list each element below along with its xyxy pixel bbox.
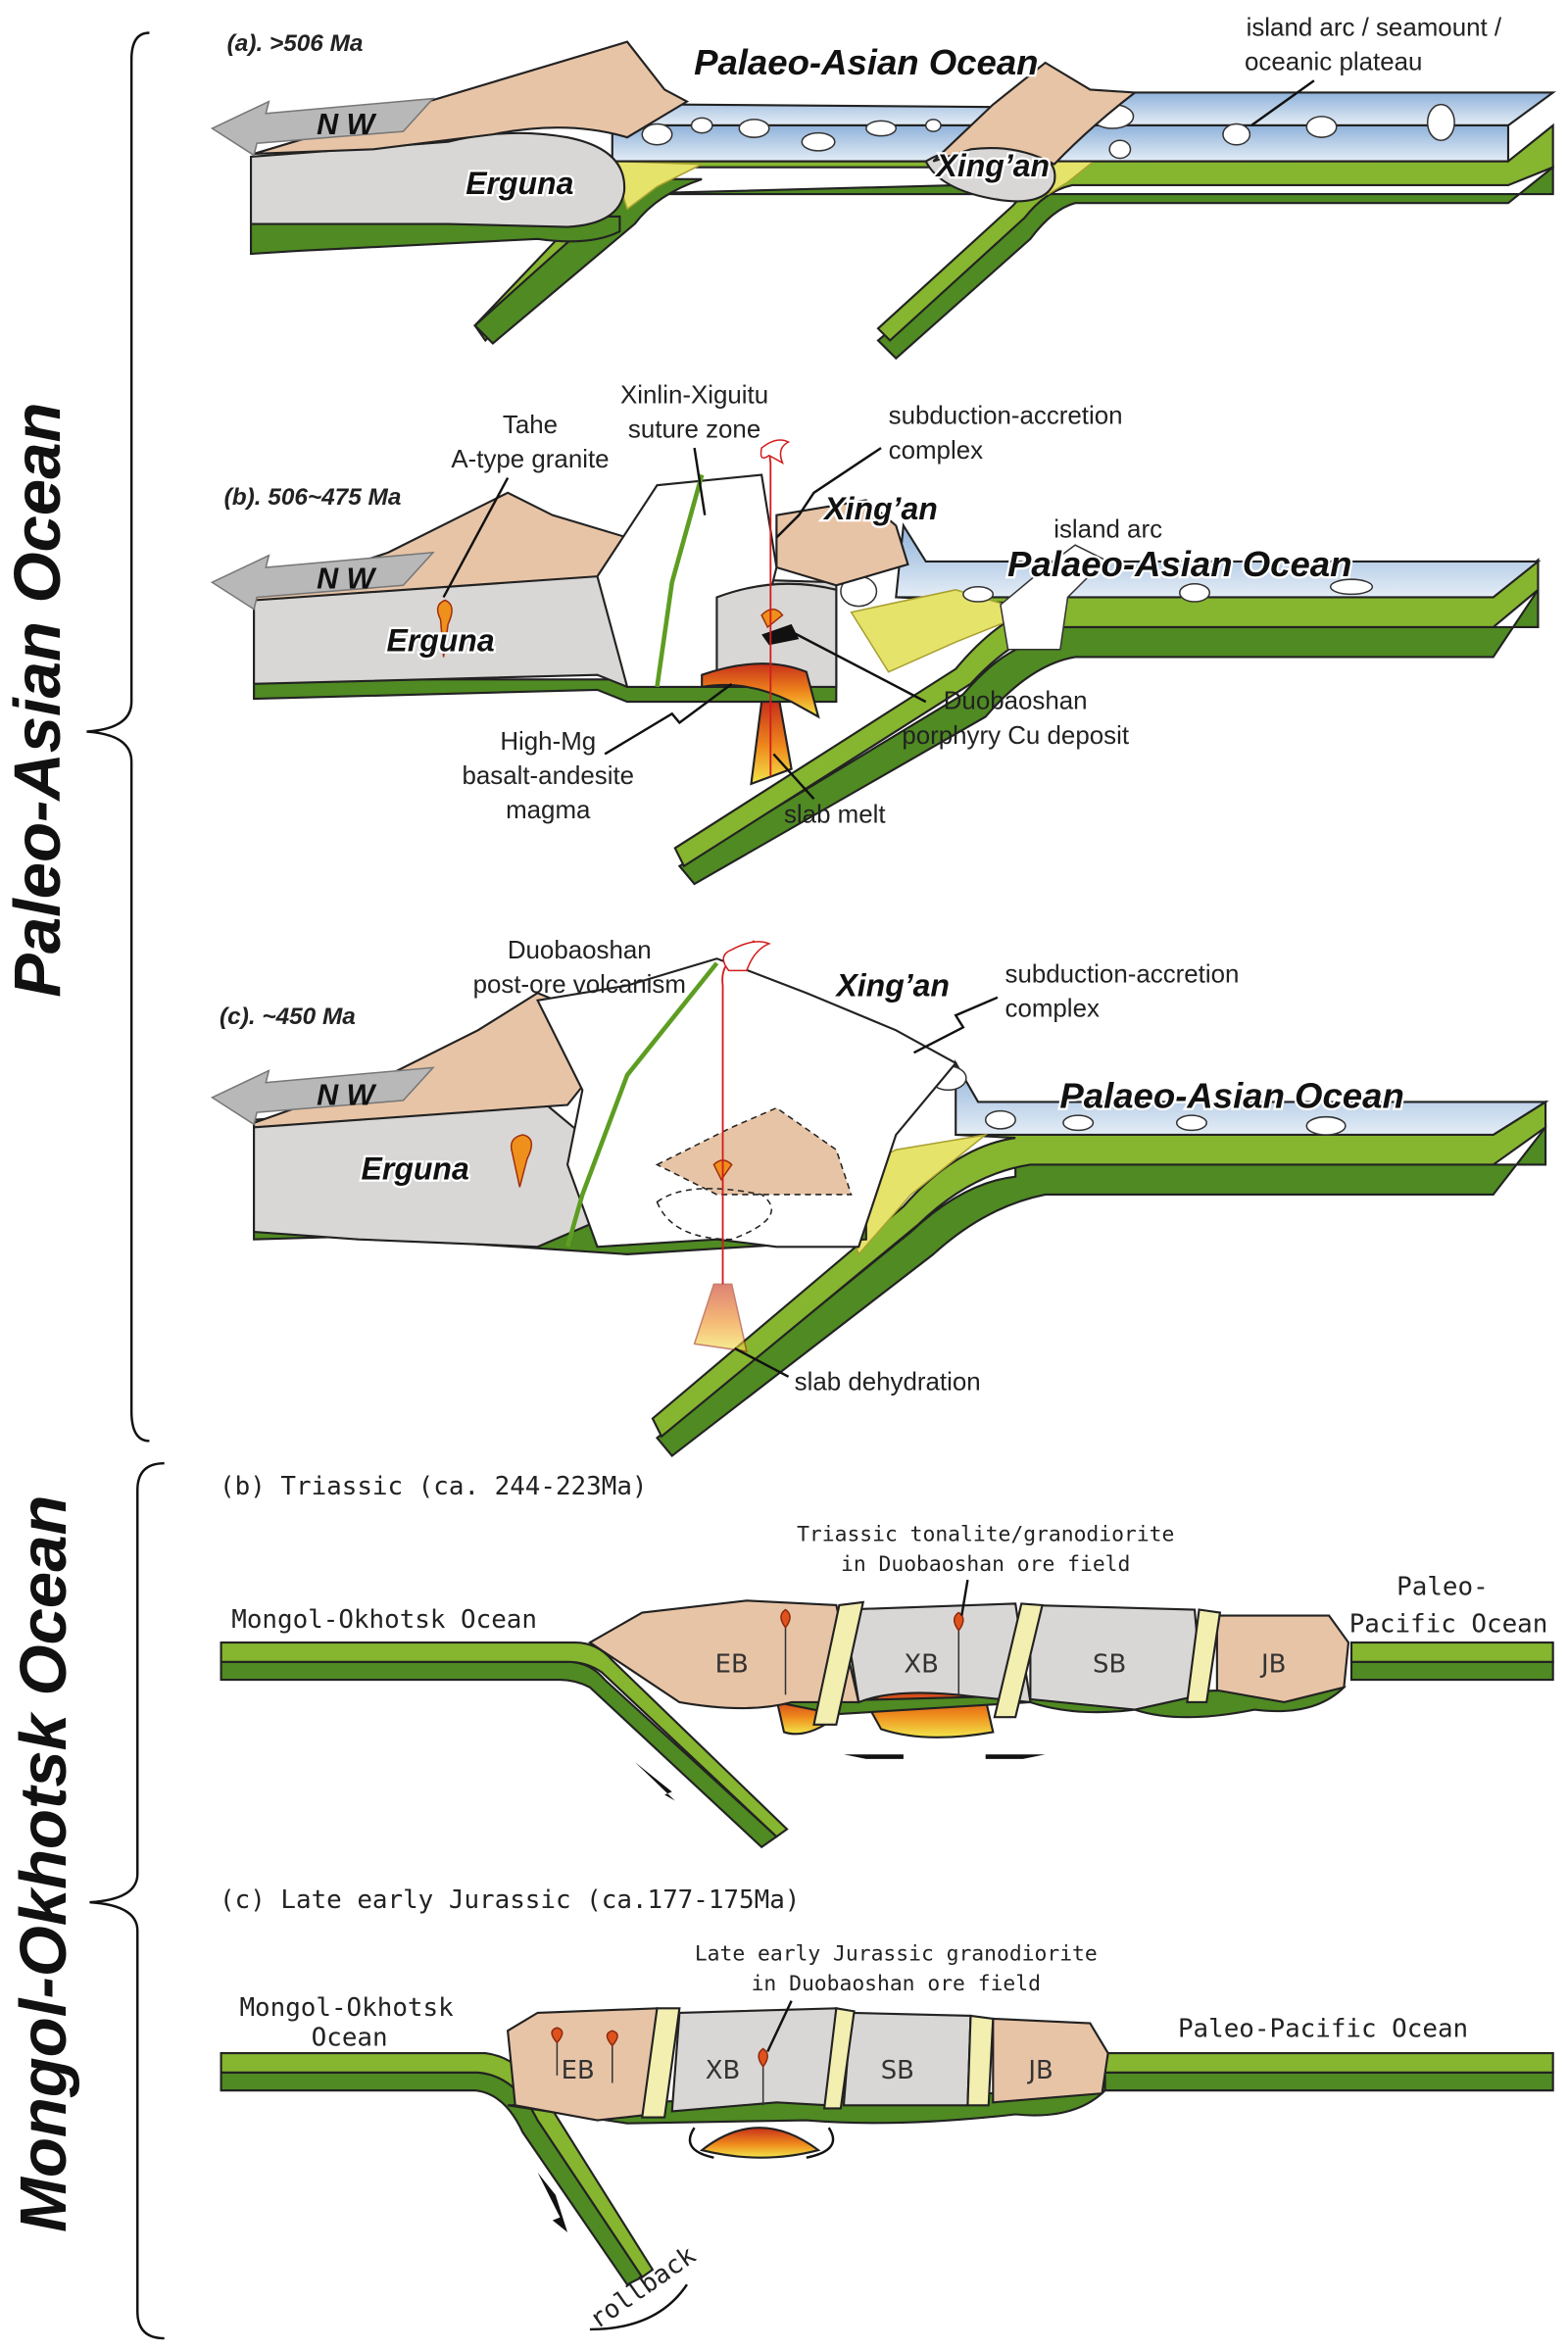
label-tahe: Tahe <box>503 412 558 439</box>
direction-label: N W <box>317 1079 376 1112</box>
panel-a: (a). >506 Ma Erguna Xing’an Palaeo-Asian… <box>210 15 1556 361</box>
rollback-arrow <box>537 2172 568 2232</box>
label-intrusion-line2: in Duobaoshan ore field <box>841 1552 1130 1577</box>
label-suture-line1: Xinlin-Xiguitu <box>620 381 768 409</box>
ocean-label: Palaeo-Asian Ocean <box>1007 544 1351 584</box>
label-right-ocean-line1: Paleo- <box>1396 1572 1489 1601</box>
label-accretion-line1: subduction-accretion <box>1005 961 1240 989</box>
seamounts <box>641 103 1455 160</box>
direction-label: N W <box>317 108 376 141</box>
panel-c: (c). ~450 Ma Erguna Xing’an Palaeo-Asian… <box>210 937 1549 1458</box>
terrane-xingan: Xing’an <box>822 491 938 526</box>
callout-seamount-line2: oceanic plateau <box>1245 49 1422 76</box>
terrane-xingan: Xing’an <box>834 967 950 1003</box>
terrane-erguna: Erguna <box>362 1151 469 1187</box>
stage-label: (c). ~450 Ma <box>220 1004 356 1030</box>
bracket-label-paleo-asian: Paleo-Asian Ocean <box>1 403 74 998</box>
stage-label: (b) Triassic (ca. 244-223Ma) <box>220 1472 647 1501</box>
stage-label: (c) Late early Jurassic (ca.177-175Ma) <box>220 1886 800 1915</box>
label-suture-line2: suture zone <box>628 416 760 443</box>
label-right-ocean: Paleo-Pacific Ocean <box>1178 2014 1468 2043</box>
label-duobaoshan: Duobaoshan <box>508 937 652 964</box>
label-a-type-granite: A-type granite <box>451 446 609 473</box>
suture-belts <box>641 2007 995 2119</box>
label-intrusion-line1: Triassic tonalite/granodiorite <box>797 1522 1174 1546</box>
label-basalt-andesite: basalt-andesite <box>462 762 634 790</box>
panel-jurassic: (c) Late early Jurassic (ca.177-175Ma) E… <box>220 1886 1554 2335</box>
panel-triassic: (b) Triassic (ca. 244-223Ma) EB XB SB JB… <box>220 1472 1554 1849</box>
bracket-paleo-asian: Paleo-Asian Ocean <box>1 31 150 1443</box>
label-slab-dehydration: slab dehydration <box>795 1369 981 1396</box>
label-slab-melt: slab melt <box>784 802 886 829</box>
ocean-label: Palaeo-Asian Ocean <box>1059 1076 1403 1116</box>
block-jb: JB <box>1259 1649 1286 1679</box>
label-post-ore-volcanism: post-ore volcanism <box>473 971 686 999</box>
stage-label: (b). 506~475 Ma <box>224 484 402 511</box>
block-jb: JB <box>1026 2056 1053 2085</box>
label-left-ocean-line1: Mongol-Okhotsk <box>239 1993 454 2023</box>
nw-arrow: N W <box>210 97 435 157</box>
bracket-mongol-okhotsk: Mongol-Okhotsk Ocean <box>7 1461 165 2340</box>
nw-arrow: N W <box>210 551 435 611</box>
label-accretion-line2: complex <box>1005 996 1100 1023</box>
terrane-erguna: Erguna <box>386 622 494 658</box>
stage-label: (a). >506 Ma <box>227 30 364 57</box>
panel-b: (b). 506~475 Ma Erguna Xing’an Palaeo-As… <box>210 381 1542 886</box>
block-sb: SB <box>1093 1649 1126 1679</box>
ocean-label: Palaeo-Asian Ocean <box>694 42 1038 82</box>
label-left-ocean-line2: Ocean <box>312 2023 388 2052</box>
tahe-granite <box>436 599 453 658</box>
label-island-arc: island arc <box>1054 516 1162 544</box>
label-magma: magma <box>506 797 591 824</box>
block-xb: XB <box>904 1649 939 1679</box>
label-porphyry-cu: porphyry Cu deposit <box>902 722 1129 750</box>
block-eb: EB <box>715 1649 749 1679</box>
terrane-erguna: Erguna <box>466 166 573 201</box>
label-left-ocean: Mongol-Okhotsk Ocean <box>231 1605 537 1635</box>
bracket-label-mongol-okhotsk: Mongol-Okhotsk Ocean <box>7 1495 80 2232</box>
label-intrusion-line1: Late early Jurassic granodiorite <box>695 1942 1098 1967</box>
direction-label: N W <box>317 562 376 595</box>
label-duobaoshan: Duobaoshan <box>944 688 1088 715</box>
block-xb: XB <box>706 2056 741 2085</box>
label-right-ocean-line2: Pacific Ocean <box>1349 1609 1548 1639</box>
label-intrusion-line2: in Duobaoshan ore field <box>752 1972 1041 1996</box>
label-high-mg: High-Mg <box>500 728 596 756</box>
block-sb: SB <box>881 2056 914 2085</box>
label-accretion-line2: complex <box>889 437 983 465</box>
terrane-xingan: Xing’an <box>935 148 1051 183</box>
label-accretion-line1: subduction-accretion <box>889 403 1123 430</box>
callout-arrow <box>1250 79 1315 126</box>
block-eb: EB <box>562 2056 595 2085</box>
callout-seamount-line1: island arc / seamount / <box>1247 15 1502 42</box>
suture-belts <box>812 1600 1222 1726</box>
nw-arrow: N W <box>210 1066 435 1126</box>
